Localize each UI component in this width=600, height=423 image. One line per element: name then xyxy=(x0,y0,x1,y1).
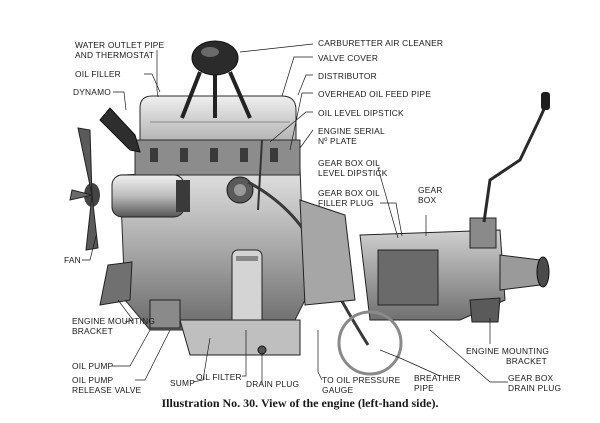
label-oil-pump: OIL PUMP xyxy=(72,361,114,371)
air-cleaner-stays xyxy=(180,71,252,119)
fan xyxy=(69,127,100,251)
label-gear-box-oil-level-1: GEAR BOX OIL xyxy=(318,158,380,168)
label-gear-box-oil-filler-2: FILLER PLUG xyxy=(318,198,374,208)
label-engine-serial-1: ENGINE SERIAL xyxy=(318,126,385,136)
sump xyxy=(179,319,301,356)
water-outlet-pipe xyxy=(99,107,141,153)
oil-level-dipstick xyxy=(257,139,263,211)
label-water-outlet-line2: AND THERMOSTAT xyxy=(75,50,154,60)
leader-lines xyxy=(82,43,508,384)
air-cleaner xyxy=(191,40,239,76)
label-water-outlet-line1: WATER OUTLET PIPE xyxy=(75,40,165,50)
label-engine-mounting-bracket-left-2: BRACKET xyxy=(72,326,113,336)
breather-highlight-circle xyxy=(337,310,403,376)
label-gear-1: GEAR xyxy=(418,185,443,195)
label-gear-box-oil-level-2: LEVEL DIPSTICK xyxy=(318,168,388,178)
label-valve-cover: VALVE COVER xyxy=(318,53,378,63)
label-to-oil-pressure-1: TO OIL PRESSURE xyxy=(322,375,401,385)
bell-housing xyxy=(299,199,356,306)
label-fan: FAN xyxy=(64,255,81,265)
label-drain-plug: DRAIN PLUG xyxy=(246,379,299,389)
oil-pump xyxy=(149,299,181,329)
label-to-oil-pressure-2: GAUGE xyxy=(322,385,353,395)
label-oil-pump-release-2: RELEASE VALVE xyxy=(72,385,142,395)
label-oil-pump-release-1: OIL PUMP xyxy=(72,375,114,385)
label-gear-box-oil-filler-1: GEAR BOX OIL xyxy=(318,188,380,198)
callout-labels: WATER OUTLET PIPE AND THERMOSTAT OIL FIL… xyxy=(64,38,561,395)
oil-filter xyxy=(231,249,263,326)
label-distributor: DISTRIBUTOR xyxy=(318,71,377,81)
label-overhead-oil-feed-pipe: OVERHEAD OIL FEED PIPE xyxy=(318,89,431,99)
label-gear-box-drain-1: GEAR BOX xyxy=(508,373,554,383)
label-gear-2: BOX xyxy=(418,195,437,205)
label-sump: SUMP xyxy=(170,378,195,388)
rear-mounting-bracket xyxy=(469,297,501,323)
label-engine-serial-2: Nº PLATE xyxy=(318,136,357,146)
gearbox-tail xyxy=(499,254,541,291)
label-engine-mounting-bracket-right-2: BRACKET xyxy=(506,356,547,366)
label-breather-2: PIPE xyxy=(414,383,434,393)
label-engine-mounting-bracket-left-1: ENGINE MOUNTING xyxy=(72,316,155,326)
valve-cover xyxy=(139,95,297,141)
label-engine-mounting-bracket-right-1: ENGINE MOUNTING xyxy=(466,346,549,356)
dynamo xyxy=(111,174,185,218)
label-oil-filler: OIL FILLER xyxy=(75,69,121,79)
figure-caption: Illustration No. 30. View of the engine … xyxy=(161,396,439,410)
engine-illustration xyxy=(69,40,550,376)
front-mounting-bracket xyxy=(99,261,133,306)
label-gear-box-drain-2: DRAIN PLUG xyxy=(508,383,561,393)
label-dynamo: DYNAMO xyxy=(73,87,111,97)
label-oil-level-dipstick: OIL LEVEL DIPSTICK xyxy=(318,108,404,118)
head-fittings xyxy=(150,148,278,162)
label-breather-1: BREATHER xyxy=(414,373,461,383)
gear-lever xyxy=(482,99,550,223)
label-oil-filter: OIL FILTER xyxy=(196,372,242,382)
drain-plug xyxy=(257,345,267,355)
label-carburetter-air-cleaner: CARBURETTER AIR CLEANER xyxy=(318,38,443,48)
